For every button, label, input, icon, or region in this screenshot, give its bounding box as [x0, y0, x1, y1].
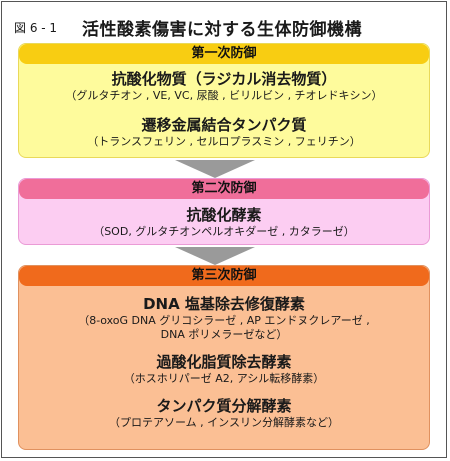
- level-2-label: 第二次防御: [19, 179, 429, 199]
- item-title: 抗酸化物質（ラジカル消去物質）: [111, 70, 337, 88]
- level-1-body: 抗酸化物質（ラジカル消去物質） （グルタチオン , VE, VC, 尿酸 , ビ…: [19, 64, 429, 149]
- level-3-label: 第三次防御: [19, 266, 429, 286]
- item-detail: （トランスフェリン , セルロプラスミン , フェリチン）: [87, 135, 361, 148]
- level-3-box: 第三次防御 DNA 塩基除去修復酵素 （8-oxoG DNA グリコシラーゼ ,…: [18, 265, 430, 450]
- item-detail: （SOD, グルタチオンペルオキダーゼ , カタラーゼ）: [93, 225, 355, 238]
- item-detail: （8-oxoG DNA グリコシラーゼ , AP エンドヌクレアーゼ ,: [78, 314, 370, 327]
- level-3-body: DNA 塩基除去修復酵素 （8-oxoG DNA グリコシラーゼ , AP エン…: [19, 286, 429, 430]
- level-1-label: 第一次防御: [19, 44, 429, 64]
- item-title: DNA 塩基除去修復酵素: [143, 295, 305, 313]
- level-1-box: 第一次防御 抗酸化物質（ラジカル消去物質） （グルタチオン , VE, VC, …: [18, 43, 430, 158]
- item-detail: （ホスホリパーゼ A2, アシル転移酵素）: [123, 372, 325, 385]
- item-title: 抗酸化酵素: [186, 206, 262, 224]
- item-detail: （グルタチオン , VE, VC, 尿酸 , ビリルビン , チオレドキシン）: [65, 89, 383, 102]
- item-title: 遷移金属結合タンパク質: [141, 116, 307, 134]
- down-arrow-icon: [175, 160, 255, 178]
- item-title: タンパク質分解酵素: [156, 397, 292, 415]
- item-detail: （プロテアソーム , インスリン分解酵素など）: [109, 416, 339, 429]
- item-detail: DNA ポリメラーゼなど）: [160, 328, 288, 341]
- down-arrow-icon: [175, 247, 255, 265]
- figure-label: 図 6 - 1: [14, 21, 58, 35]
- level-2-body: 抗酸化酵素 （SOD, グルタチオンペルオキダーゼ , カタラーゼ）: [19, 199, 429, 239]
- item-title: 過酸化脂質除去酵素: [156, 353, 292, 371]
- figure-title: 活性酸素傷害に対する生体防御機構: [82, 20, 362, 40]
- level-2-box: 第二次防御 抗酸化酵素 （SOD, グルタチオンペルオキダーゼ , カタラーゼ）: [18, 178, 430, 245]
